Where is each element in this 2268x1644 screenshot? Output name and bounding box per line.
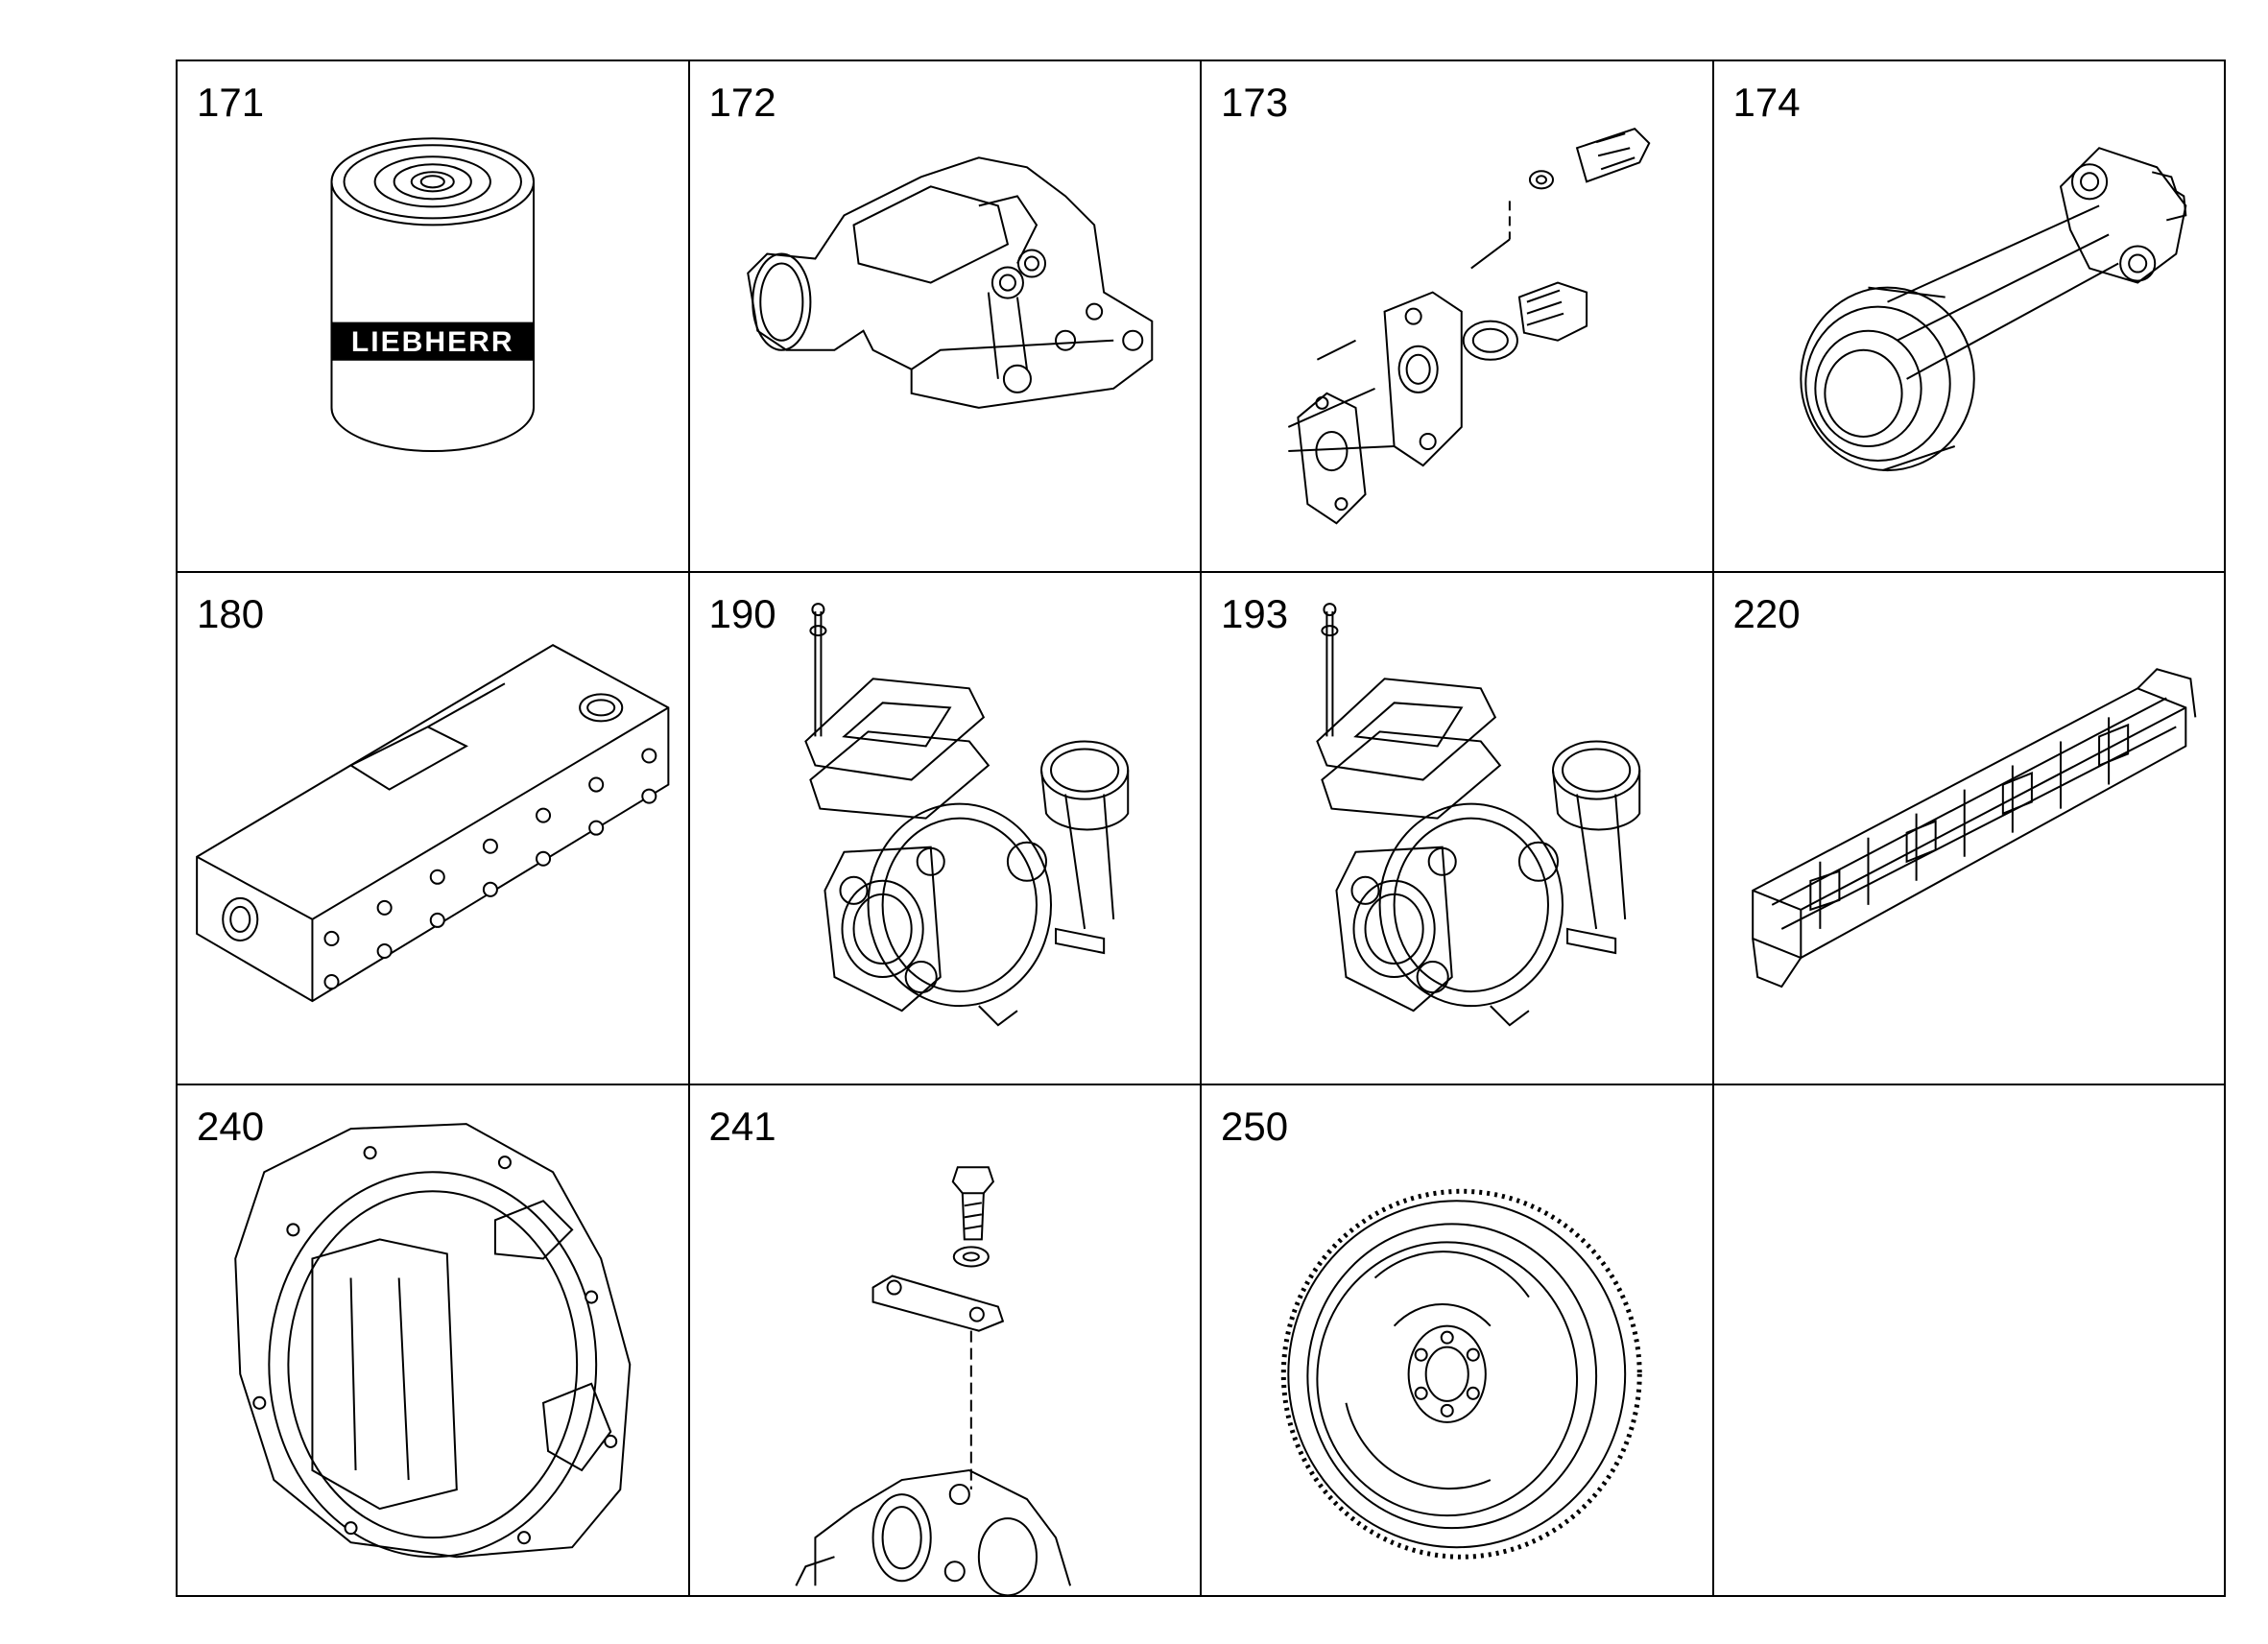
part-number-label: 172: [708, 80, 776, 125]
parts-catalog-grid: 171 LIEBHERR 172: [176, 60, 2226, 1597]
flywheel-housing-icon: [178, 1085, 688, 1595]
oil-filter-icon: LIEBHERR: [178, 61, 688, 571]
part-number-label: 190: [708, 591, 776, 637]
oil-filter-housing-icon: [690, 61, 1201, 571]
flywheel-ring-gear-icon: [1202, 1085, 1712, 1595]
part-cell-171[interactable]: 171 LIEBHERR: [178, 61, 690, 574]
intake-manifold-icon: [1714, 573, 2225, 1083]
part-cell-240[interactable]: 240: [178, 1084, 690, 1597]
part-cell-193[interactable]: 193: [1202, 573, 1714, 1085]
part-number-label: 174: [1732, 80, 1801, 125]
part-number-label: 250: [1221, 1103, 1289, 1149]
part-number-label: 173: [1221, 80, 1289, 125]
bracket-bolt-assembly-icon: [690, 1085, 1201, 1595]
part-cell-241[interactable]: 241: [689, 1084, 1202, 1597]
part-number-label: 171: [197, 80, 265, 125]
part-cell-220[interactable]: 220: [1713, 573, 2226, 1085]
part-cell-180[interactable]: 180: [178, 573, 690, 1085]
part-number-label: 241: [708, 1103, 776, 1149]
part-cell-172[interactable]: 172: [689, 61, 1202, 574]
part-number-label: 220: [1732, 591, 1801, 637]
empty-cell: [1713, 1084, 2226, 1597]
part-cell-173[interactable]: 173: [1202, 61, 1714, 574]
part-cell-190[interactable]: 190: [689, 573, 1202, 1085]
gasket-bolt-assembly-icon: [1202, 61, 1712, 571]
part-number-label: 180: [197, 591, 265, 637]
part-number-label: 193: [1221, 591, 1289, 637]
pump-drive-shaft-icon: [1714, 61, 2225, 571]
turbocharger-icon: [1202, 573, 1712, 1083]
turbocharger-icon: [690, 573, 1201, 1083]
part-cell-174[interactable]: 174: [1713, 61, 2226, 574]
part-number-label: 240: [197, 1103, 265, 1149]
part-cell-250[interactable]: 250: [1202, 1084, 1714, 1597]
brand-lettering: LIEBHERR: [351, 326, 514, 358]
oil-cooler-block-icon: [178, 573, 688, 1083]
